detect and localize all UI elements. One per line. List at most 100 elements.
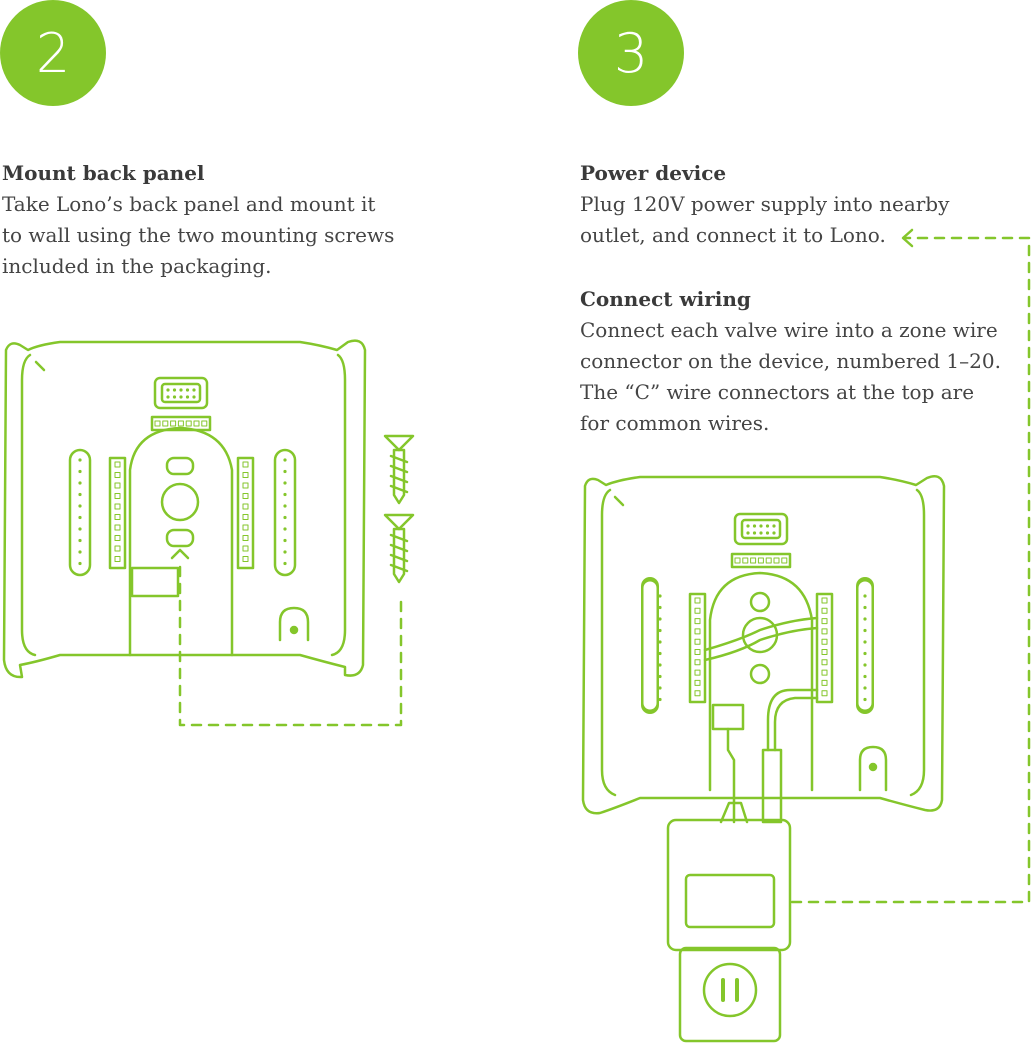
step-2-line: Take Lono’s back panel and mount it: [2, 192, 376, 216]
slot-dot: [78, 469, 82, 474]
terminal-square: [694, 618, 701, 625]
connector-pin: [759, 531, 763, 535]
slot-dot: [283, 492, 287, 497]
step-3-number: 3: [613, 21, 649, 85]
slot-dot: [78, 515, 82, 520]
terminal-square: [162, 420, 169, 427]
connect-wiring-line: Connect each valve wire into a zone wire: [580, 318, 998, 342]
slot-dot: [78, 504, 82, 508]
connector-pin: [185, 395, 190, 399]
connector-pin: [752, 524, 757, 528]
terminal-square: [694, 679, 701, 686]
terminal-square: [114, 556, 121, 562]
terminal-square: [177, 420, 184, 427]
step-2-number: 2: [35, 21, 71, 85]
terminal-square: [694, 690, 701, 697]
connect-wiring-title: Connect wiring: [580, 287, 751, 311]
slot-dot: [78, 458, 82, 462]
connector-pin: [752, 531, 757, 535]
slot-dot: [658, 651, 662, 656]
power-device-line: outlet, and connect it to Lono.: [580, 223, 886, 247]
terminal-square: [114, 493, 121, 499]
slot-dot: [283, 469, 287, 474]
slot-dot: [78, 561, 82, 566]
step-3-badge: 3: [578, 0, 684, 106]
slot-dot: [658, 663, 662, 667]
terminal-square: [201, 420, 208, 427]
terminal-square: [114, 472, 121, 478]
terminal-square: [694, 649, 701, 655]
terminal-square: [242, 472, 249, 478]
slot-dot: [283, 527, 287, 531]
connector-pin: [746, 531, 750, 535]
terminal-square: [242, 514, 249, 520]
slot-dot: [658, 697, 662, 702]
terminal-square: [821, 659, 828, 666]
terminal-square: [821, 607, 828, 614]
connector-pin: [166, 395, 170, 399]
slot-dot: [863, 686, 867, 690]
terminal-square: [821, 669, 828, 676]
step-2-line: included in the packaging.: [2, 254, 272, 278]
connector-pin: [759, 524, 763, 528]
terminal-square: [170, 420, 177, 427]
slot-dot: [863, 628, 867, 633]
slot-dot: [863, 594, 867, 598]
slot-dot: [283, 515, 287, 520]
terminal-square: [193, 420, 200, 427]
terminal-square: [242, 503, 249, 510]
slot-dot: [283, 481, 287, 485]
terminal-square: [757, 557, 764, 564]
connector-pin: [746, 524, 750, 528]
terminal-square: [781, 557, 788, 564]
arrow-head-icon: [901, 228, 914, 248]
connector-pin: [192, 388, 196, 392]
terminal-square: [114, 545, 121, 552]
slot-dot: [78, 550, 82, 554]
step-3-dashed-guide: [790, 236, 1031, 904]
terminal-square: [114, 503, 121, 510]
terminal-square: [821, 628, 828, 635]
terminal-square: [821, 690, 828, 697]
terminal-square: [154, 420, 161, 427]
connector-pin: [172, 388, 177, 392]
terminal-square: [242, 535, 249, 541]
terminal-square: [694, 638, 701, 645]
connect-wiring-line: connector on the device, numbered 1–20.: [580, 349, 1001, 373]
step-2-title: Mount back panel: [2, 161, 205, 185]
terminal-square: [821, 597, 828, 604]
connector-pin: [166, 388, 170, 392]
terminal-square: [821, 649, 828, 655]
connect-wiring-line: The “C” wire connectors at the top are: [580, 380, 975, 404]
slot-dot: [863, 663, 867, 667]
back-panel-illustration: [2, 339, 367, 679]
slot-dot: [863, 640, 867, 644]
terminal-square: [114, 524, 121, 531]
slot-dot: [283, 561, 287, 566]
slot-dot: [863, 697, 867, 702]
terminal-square: [734, 557, 741, 564]
slot-dot: [658, 605, 662, 610]
power-device-title: Power device: [580, 161, 727, 185]
mounting-screws-illustration: [383, 434, 415, 584]
slot-dot: [283, 550, 287, 554]
slot-dot: [658, 617, 662, 621]
slot-dot: [863, 674, 867, 679]
step-3-wiring-instructions: Connect wiring Connect each valve wire i…: [580, 284, 1001, 439]
wired-panel-illustration: [581, 475, 946, 824]
slot-dot: [658, 686, 662, 690]
slot-dot: [658, 640, 662, 644]
connector-pin: [772, 531, 776, 535]
step-2-line: to wall using the two mounting screws: [2, 223, 395, 247]
terminal-square: [242, 482, 249, 489]
terminal-square: [242, 556, 249, 562]
slot-dot: [283, 504, 287, 508]
step-2-dashed-guide: [178, 565, 403, 727]
terminal-square: [694, 597, 701, 604]
connector-pin: [765, 524, 770, 528]
slot-dot: [78, 492, 82, 497]
terminal-square: [694, 669, 701, 676]
connector-pin: [179, 388, 183, 392]
connector-pin: [185, 388, 190, 392]
slot-dot: [658, 594, 662, 598]
